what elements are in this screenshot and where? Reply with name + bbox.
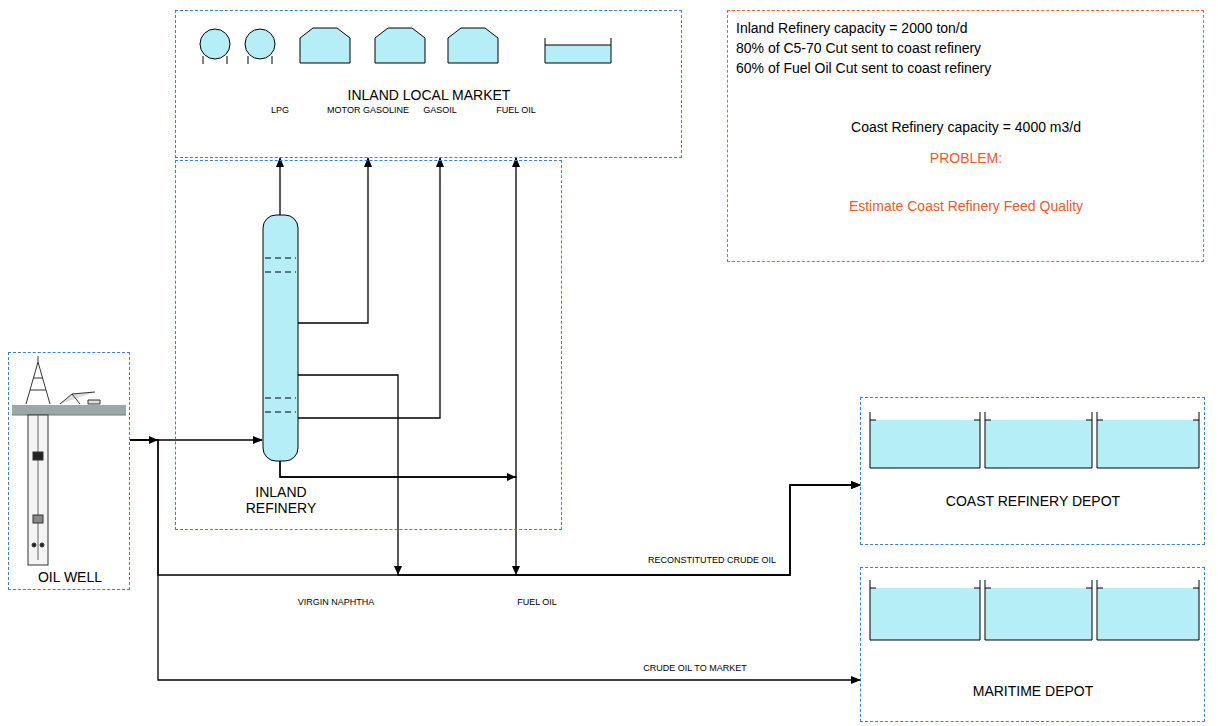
market-box: INLAND LOCAL MARKET bbox=[175, 10, 682, 158]
node-text: 80% of C5-70 Cut sent to coast refinery bbox=[736, 40, 981, 56]
flow-line bbox=[279, 158, 280, 215]
flow-line bbox=[298, 375, 860, 575]
node-text: INLAND LOCAL MARKET bbox=[348, 87, 511, 103]
oil-well-box: OIL WELL bbox=[8, 352, 130, 590]
stream-label: VIRGIN NAPHTHA bbox=[296, 598, 377, 608]
coast-depot-box: COAST REFINERY DEPOT bbox=[860, 397, 1205, 545]
flow-line bbox=[130, 440, 860, 575]
node-text: Inland Refinery capacity = 2000 ton/d bbox=[736, 20, 968, 36]
stream-label: LPG bbox=[269, 106, 291, 116]
node-text: INLAND REFINERY bbox=[241, 484, 321, 516]
stream-label: FUEL OIL bbox=[515, 598, 559, 608]
note-box: Inland Refinery capacity = 2000 ton/d 80%… bbox=[727, 10, 1204, 262]
flow-line bbox=[298, 158, 368, 323]
stream-label: GASOIL bbox=[421, 106, 459, 116]
flow-line bbox=[280, 461, 860, 575]
node-text: 60% of Fuel Oil Cut sent to coast refine… bbox=[736, 60, 991, 76]
node-text: MARITIME DEPOT bbox=[973, 683, 1094, 699]
node-text: OIL WELL bbox=[38, 569, 102, 585]
node-text: PROBLEM: bbox=[930, 150, 1002, 166]
node-text: Estimate Coast Refinery Feed Quality bbox=[849, 198, 1083, 214]
stream-label: MOTOR GASOLINE bbox=[325, 106, 411, 116]
node-text: COAST REFINERY DEPOT bbox=[946, 493, 1120, 509]
flow-line bbox=[298, 158, 440, 418]
node-text: Coast Refinery capacity = 4000 m3/d bbox=[851, 119, 1081, 135]
stream-label: CRUDE OIL TO MARKET bbox=[641, 664, 748, 674]
stream-label: RECONSTITUTED CRUDE OIL bbox=[646, 556, 778, 566]
stream-label: FUEL OIL bbox=[494, 106, 538, 116]
refinery-box: INLAND REFINERY bbox=[175, 160, 562, 530]
maritime-depot-box: MARITIME DEPOT bbox=[860, 567, 1205, 722]
flow-line bbox=[130, 440, 860, 680]
